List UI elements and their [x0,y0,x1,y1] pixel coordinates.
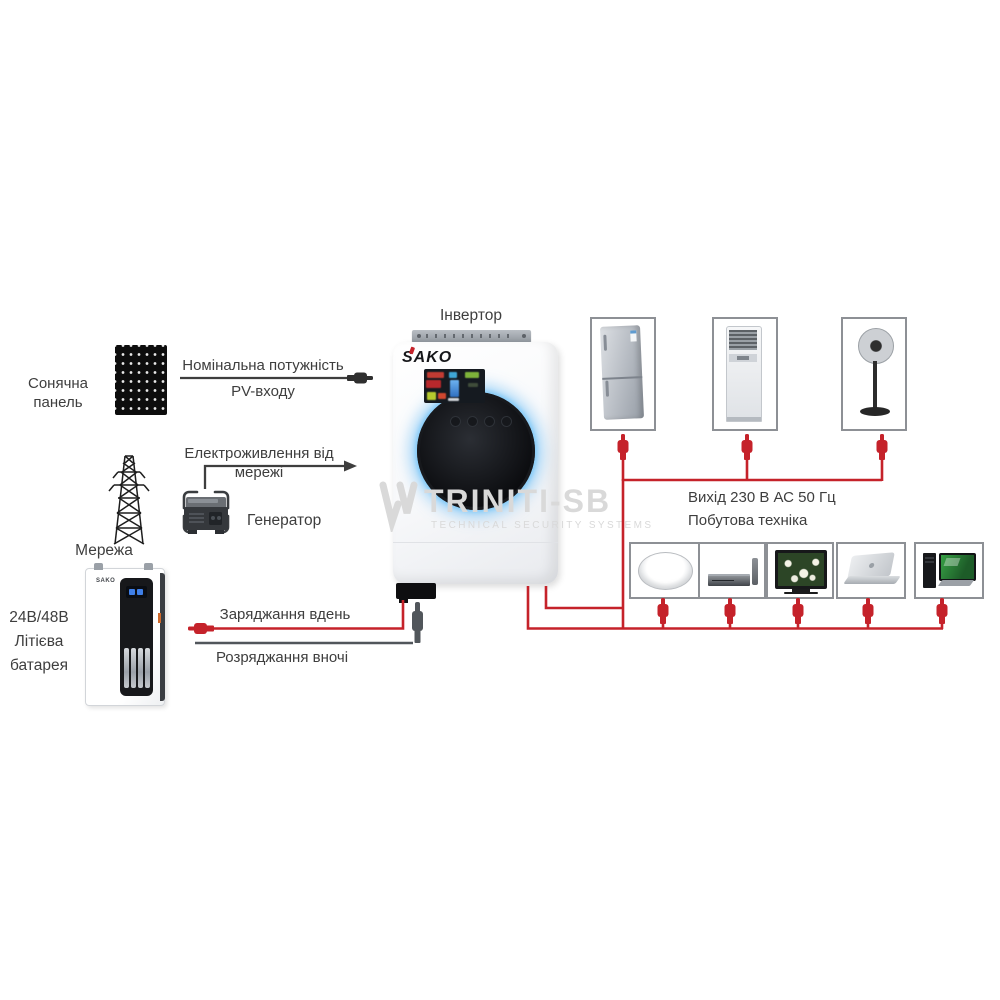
inverter-lcd [424,369,485,403]
appliance-box-tv [766,542,834,599]
grid-label: Мережа [75,542,133,559]
refrigerator-icon [599,325,645,420]
grid-link-label: Електроживлення від мережі [184,445,334,481]
tv-icon [775,550,827,589]
battery-icon: SAKO [85,563,165,706]
battery-label: 24В/48В Літієва батарея [9,609,69,674]
ceiling-light-icon [638,552,693,590]
battery-cells [124,648,150,688]
inverter-mount-bracket [412,330,531,343]
air-conditioner-icon [726,326,762,422]
appliance-box-ceiling-light [629,542,700,599]
solar-panel-label: Сонячна панель [27,375,89,411]
output-link-label-bottom: Побутова техніка [688,512,808,529]
watermark-title: TRINITI-SB [424,483,612,519]
battery-display [126,586,147,598]
inverter-button [450,416,461,427]
inverter-button [501,416,512,427]
generator-icon [182,490,230,534]
dvd-player-icon [708,574,750,586]
inverter-brand: SAKO [402,349,453,366]
desktop-computer-icon [923,553,936,588]
watermark-logo [379,481,418,532]
pv-link-label-bottom: PV-входу [231,383,295,400]
appliance-box-desktop-computer [914,542,984,599]
discharge-link-label: Розряджання вночі [215,649,349,666]
output-wires [526,434,948,630]
inverter-label: Інвертор [440,307,502,324]
generator-label: Генератор [247,512,322,529]
watermark-subtitle: TECHNICAL SECURITY SYSTEMS [431,520,654,531]
pedestal-fan-icon [858,328,894,364]
solar-panel-icon [115,345,167,415]
appliance-box-laptop [836,542,906,599]
inverter-display-ring [417,392,535,510]
appliance-box-dvd-player [698,542,766,599]
inverter-button [467,416,478,427]
appliance-box-fan [841,317,907,431]
appliance-box-refrigerator [590,317,656,431]
inverter-battery-terminal [396,583,436,603]
appliance-box-air-conditioner [712,317,778,431]
charge-link-label: Заряджання вдень [219,606,351,623]
output-link-label-top: Вихід 230 В АС 50 Гц [688,489,836,506]
inverter-icon: SAKO [393,342,558,603]
inverter-button [484,416,495,427]
pv-link-label-top: Номінальна потужність [182,357,344,374]
battery-brand: SAKO [96,578,116,584]
power-tower-icon [108,455,150,545]
